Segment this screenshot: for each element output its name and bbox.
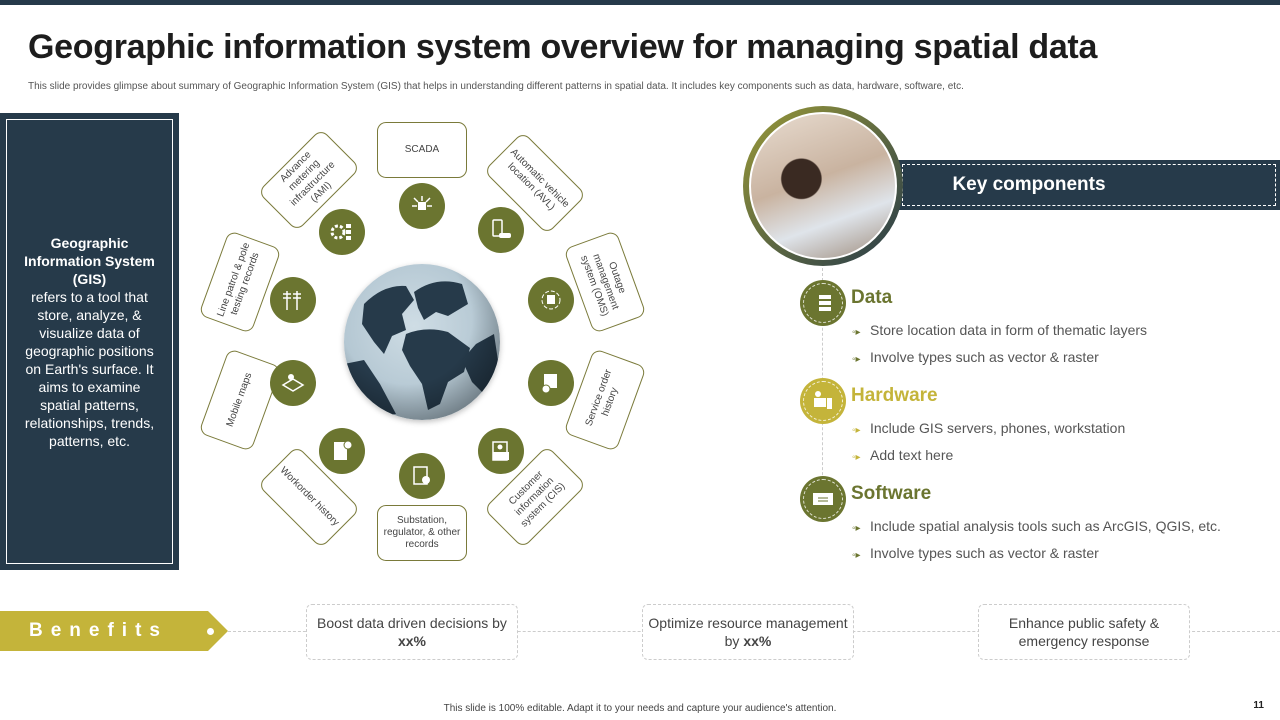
vehicle-tracking-icon	[478, 207, 524, 253]
gis-heading: Geographic Information System (GIS)	[24, 234, 155, 287]
power-pole-icon	[270, 277, 316, 323]
software-code-icon	[800, 476, 846, 522]
metering-icon	[319, 209, 365, 255]
mobile-map-icon	[270, 360, 316, 406]
wheel-box-service-order: Service order history	[563, 348, 647, 452]
page-number: 11	[1253, 700, 1264, 711]
bullet: ◦▸Include spatial analysis tools such as…	[852, 518, 1221, 534]
wheel-box-line-patrol: Line patrol & pole testing records	[198, 230, 282, 334]
benefits-dot	[206, 627, 215, 636]
page-title: Geographic information system overview f…	[28, 28, 1098, 66]
hardware-icon	[800, 378, 846, 424]
benefit-card: Enhance public safety & emergency respon…	[978, 604, 1190, 660]
gis-description: refers to a tool that store, analyze, & …	[24, 288, 155, 449]
benefits-banner: Benefits	[0, 611, 228, 651]
top-bar	[0, 0, 1280, 5]
key-components-header: Key components	[898, 160, 1280, 210]
records-icon	[399, 453, 445, 499]
person-with-laptop-photo	[743, 106, 903, 266]
bullet: ◦▸Add text here	[852, 447, 954, 463]
wheel-box-oms: Outage management system (OMS)	[563, 230, 647, 334]
bullet: ◦▸Involve types such as vector & raster	[852, 545, 1099, 561]
bullet: ◦▸Involve types such as vector & raster	[852, 349, 1099, 365]
database-icon	[800, 280, 846, 326]
benefit-card: Optimize resource management by xx%	[642, 604, 854, 660]
page-subtitle: This slide provides glimpse about summar…	[28, 81, 964, 92]
footer-note: This slide is 100% editable. Adapt it to…	[443, 703, 837, 714]
bullet: ◦▸Store location data in form of themati…	[852, 322, 1148, 338]
scada-icon	[399, 183, 445, 229]
gis-definition-panel: Geographic Information System (GIS) refe…	[0, 113, 179, 570]
globe-icon	[344, 264, 500, 420]
bullet: ◦▸Include GIS servers, phones, workstati…	[852, 420, 1126, 436]
workorder-icon	[319, 428, 365, 474]
service-order-icon	[528, 360, 574, 406]
customer-info-icon	[478, 428, 524, 474]
wheel-box-scada: SCADA	[377, 122, 467, 178]
wheel-box-substation: Substation, regulator, & other records	[377, 505, 467, 561]
benefit-card: Boost data driven decisions by xx%	[306, 604, 518, 660]
wheel-box-mobile-maps: Mobile maps	[198, 348, 282, 452]
outage-management-icon	[528, 277, 574, 323]
